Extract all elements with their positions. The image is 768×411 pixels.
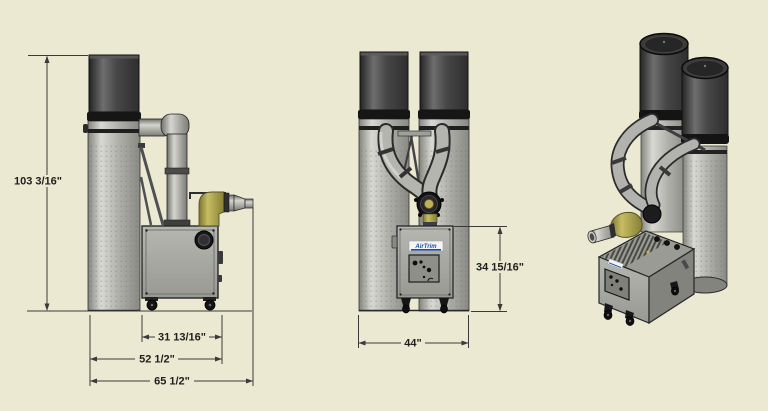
side-clamp-collar [223, 192, 230, 213]
iso-pipes [610, 113, 701, 213]
iso-top-button [664, 240, 670, 246]
dim-body-cabinet-width: 52 1/2" [89, 315, 222, 386]
iso-casters [603, 281, 679, 326]
pipe-coupling-band [398, 166, 413, 179]
iso-cabinet-grille [602, 233, 668, 267]
front-top-canister-right [419, 51, 469, 111]
front-crossbar [397, 130, 432, 137]
caster-wheel [440, 304, 448, 314]
iso-top-button [654, 236, 660, 242]
side-latch [83, 124, 88, 133]
pipe-coupling-band [618, 183, 634, 194]
pipe-coupling-band [377, 147, 394, 156]
iso-inlet-elbow [587, 211, 643, 244]
side-exhaust-pipe [138, 113, 191, 228]
front-view: AirTrim [358, 51, 470, 314]
logo-text: AirTrim [414, 244, 437, 250]
dim-label-cabinet-width: 31 13/16" [158, 332, 206, 344]
side-pipe-flange [163, 219, 191, 227]
panel-knob [419, 260, 423, 264]
dim-label-body-cabinet-width: 52 1/2" [139, 354, 175, 366]
front-olive-fitting [422, 213, 438, 224]
front-cabinet: AirTrim [391, 225, 454, 299]
front-control-panel [408, 254, 440, 283]
side-fitting-lower [218, 275, 222, 282]
blower-yellow-center [424, 199, 434, 209]
front-fitting-base [423, 222, 437, 227]
iso-control-panel [604, 268, 630, 301]
iso-clamp-band [609, 223, 616, 238]
front-blower-inlet [414, 191, 444, 227]
side-cabinet-frame [145, 229, 215, 295]
side-collar-band [87, 112, 141, 121]
side-clamp-ring [88, 129, 140, 133]
iso-side-latch [681, 259, 690, 270]
isometric-view [587, 32, 729, 326]
side-casters [145, 297, 216, 311]
side-fitting [218, 251, 223, 264]
dim-overall-width: 65 1/2" [90, 207, 254, 388]
front-logo-label: AirTrim [408, 240, 444, 252]
side-filter-texture [90, 145, 138, 307]
iso-top-button [674, 244, 680, 250]
side-reducer-cone [233, 194, 246, 212]
iso-blower-inlet [642, 204, 662, 224]
side-inlet-elbow [189, 191, 254, 227]
caster-wheel [402, 304, 410, 314]
dim-cabinet-width: 31 13/16" [141, 315, 223, 364]
dim-overall-height: 103 3/16" [11, 55, 252, 312]
front-collar-left [358, 110, 410, 119]
dimension-annotations: 103 3/16" 31 13/16" 52 1/2" [11, 55, 528, 388]
panel-knob [412, 260, 418, 266]
pipe-coupling-band [435, 146, 451, 154]
side-top-canister [88, 54, 140, 113]
front-casters [401, 298, 449, 314]
iso-cabinet [597, 230, 696, 325]
side-support-struts [138, 143, 165, 226]
dim-front-width: 44" [358, 315, 469, 350]
side-cabinet [141, 225, 223, 299]
iso-warning-dot [646, 250, 650, 254]
side-olive-elbow [198, 191, 225, 227]
side-pipe-coupling [164, 167, 190, 175]
dim-label-front-width: 44" [404, 338, 421, 350]
pipe-coupling-band [658, 165, 672, 177]
dim-unit-height: 34 15/16" [454, 226, 528, 312]
logo-bar [411, 249, 441, 251]
pipe-coupling-band [611, 156, 627, 165]
front-cabinet-frame [399, 228, 451, 296]
front-side-latch [391, 235, 398, 249]
side-pipe-elbow [160, 113, 190, 138]
dim-label-overall-width: 65 1/2" [154, 376, 190, 388]
front-top-canister-left [359, 51, 409, 111]
dim-label-unit-height: 34 15/16" [476, 262, 524, 274]
side-nozzle-tip [244, 198, 254, 209]
dim-label-overall-height: 103 3/16" [14, 176, 62, 188]
side-view [83, 54, 254, 312]
panel-knob [426, 267, 432, 273]
front-collar-right [418, 110, 470, 119]
side-canister-cap-edge [89, 55, 139, 59]
iso-logo-label [607, 258, 624, 270]
